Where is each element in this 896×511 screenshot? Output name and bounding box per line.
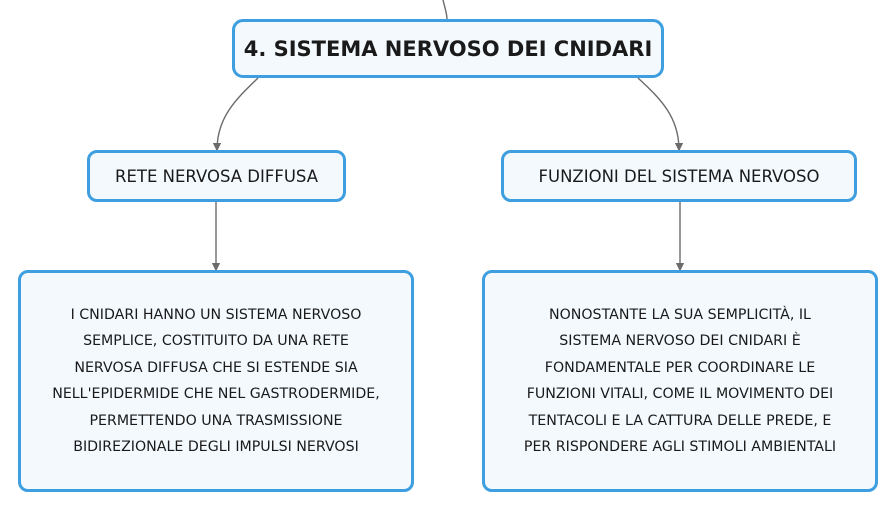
detail-line: NELL'EPIDERMIDE CHE NEL GASTRODERMIDE, <box>52 386 380 402</box>
detail-line: SISTEMA NERVOSO DEI CNIDARI È <box>559 333 801 349</box>
detail-line: FUNZIONI VITALI, COME IL MOVIMENTO DEI <box>526 386 834 402</box>
topic-node-rete-nervosa-diffusa[interactable]: RETE NERVOSA DIFFUSA <box>87 150 346 202</box>
detail-line: TENTACOLI E LA CATTURA DELLE PREDE, E <box>528 412 832 429</box>
connector-root-to-right <box>637 77 684 152</box>
connector-root-to-left <box>212 77 259 152</box>
detail-node-rete-nervosa-diffusa[interactable]: I CNIDARI HANNO UN SISTEMA NERVOSO SEMPL… <box>18 270 414 492</box>
detail-line: PERMETTENDO UNA TRASMISSIONE <box>89 412 343 429</box>
detail-line: NERVOSA DIFFUSA CHE SI ESTENDE SIA <box>74 359 358 376</box>
detail-line: BIDIREZIONALE DEGLI IMPULSI NERVOSI <box>73 439 359 455</box>
connector-parent-to-root <box>442 0 448 20</box>
detail-text: NONOSTANTE LA SUA SEMPLICITÀ, IL SISTEMA… <box>524 302 836 461</box>
detail-text: I CNIDARI HANNO UN SISTEMA NERVOSO SEMPL… <box>52 302 380 461</box>
detail-line: SEMPLICE, COSTITUITO DA UNA RETE <box>83 333 349 349</box>
detail-line: PER RISPONDERE AGLI STIMOLI AMBIENTALI <box>523 439 837 455</box>
detail-node-funzioni-sistema-nervoso[interactable]: NONOSTANTE LA SUA SEMPLICITÀ, IL SISTEMA… <box>482 270 878 492</box>
topic-node-label: RETE NERVOSA DIFFUSA <box>115 166 318 186</box>
detail-line: NONOSTANTE LA SUA SEMPLICITÀ, IL <box>549 306 811 323</box>
topic-node-funzioni-sistema-nervoso[interactable]: FUNZIONI DEL SISTEMA NERVOSO <box>501 150 857 202</box>
root-node[interactable]: 4. SISTEMA NERVOSO DEI CNIDARI <box>232 19 664 78</box>
root-node-label: 4. SISTEMA NERVOSO DEI CNIDARI <box>243 36 653 61</box>
detail-line: FONDAMENTALE PER COORDINARE LE <box>544 359 816 376</box>
topic-node-label: FUNZIONI DEL SISTEMA NERVOSO <box>538 166 820 186</box>
detail-line: I CNIDARI HANNO UN SISTEMA NERVOSO <box>70 306 362 323</box>
